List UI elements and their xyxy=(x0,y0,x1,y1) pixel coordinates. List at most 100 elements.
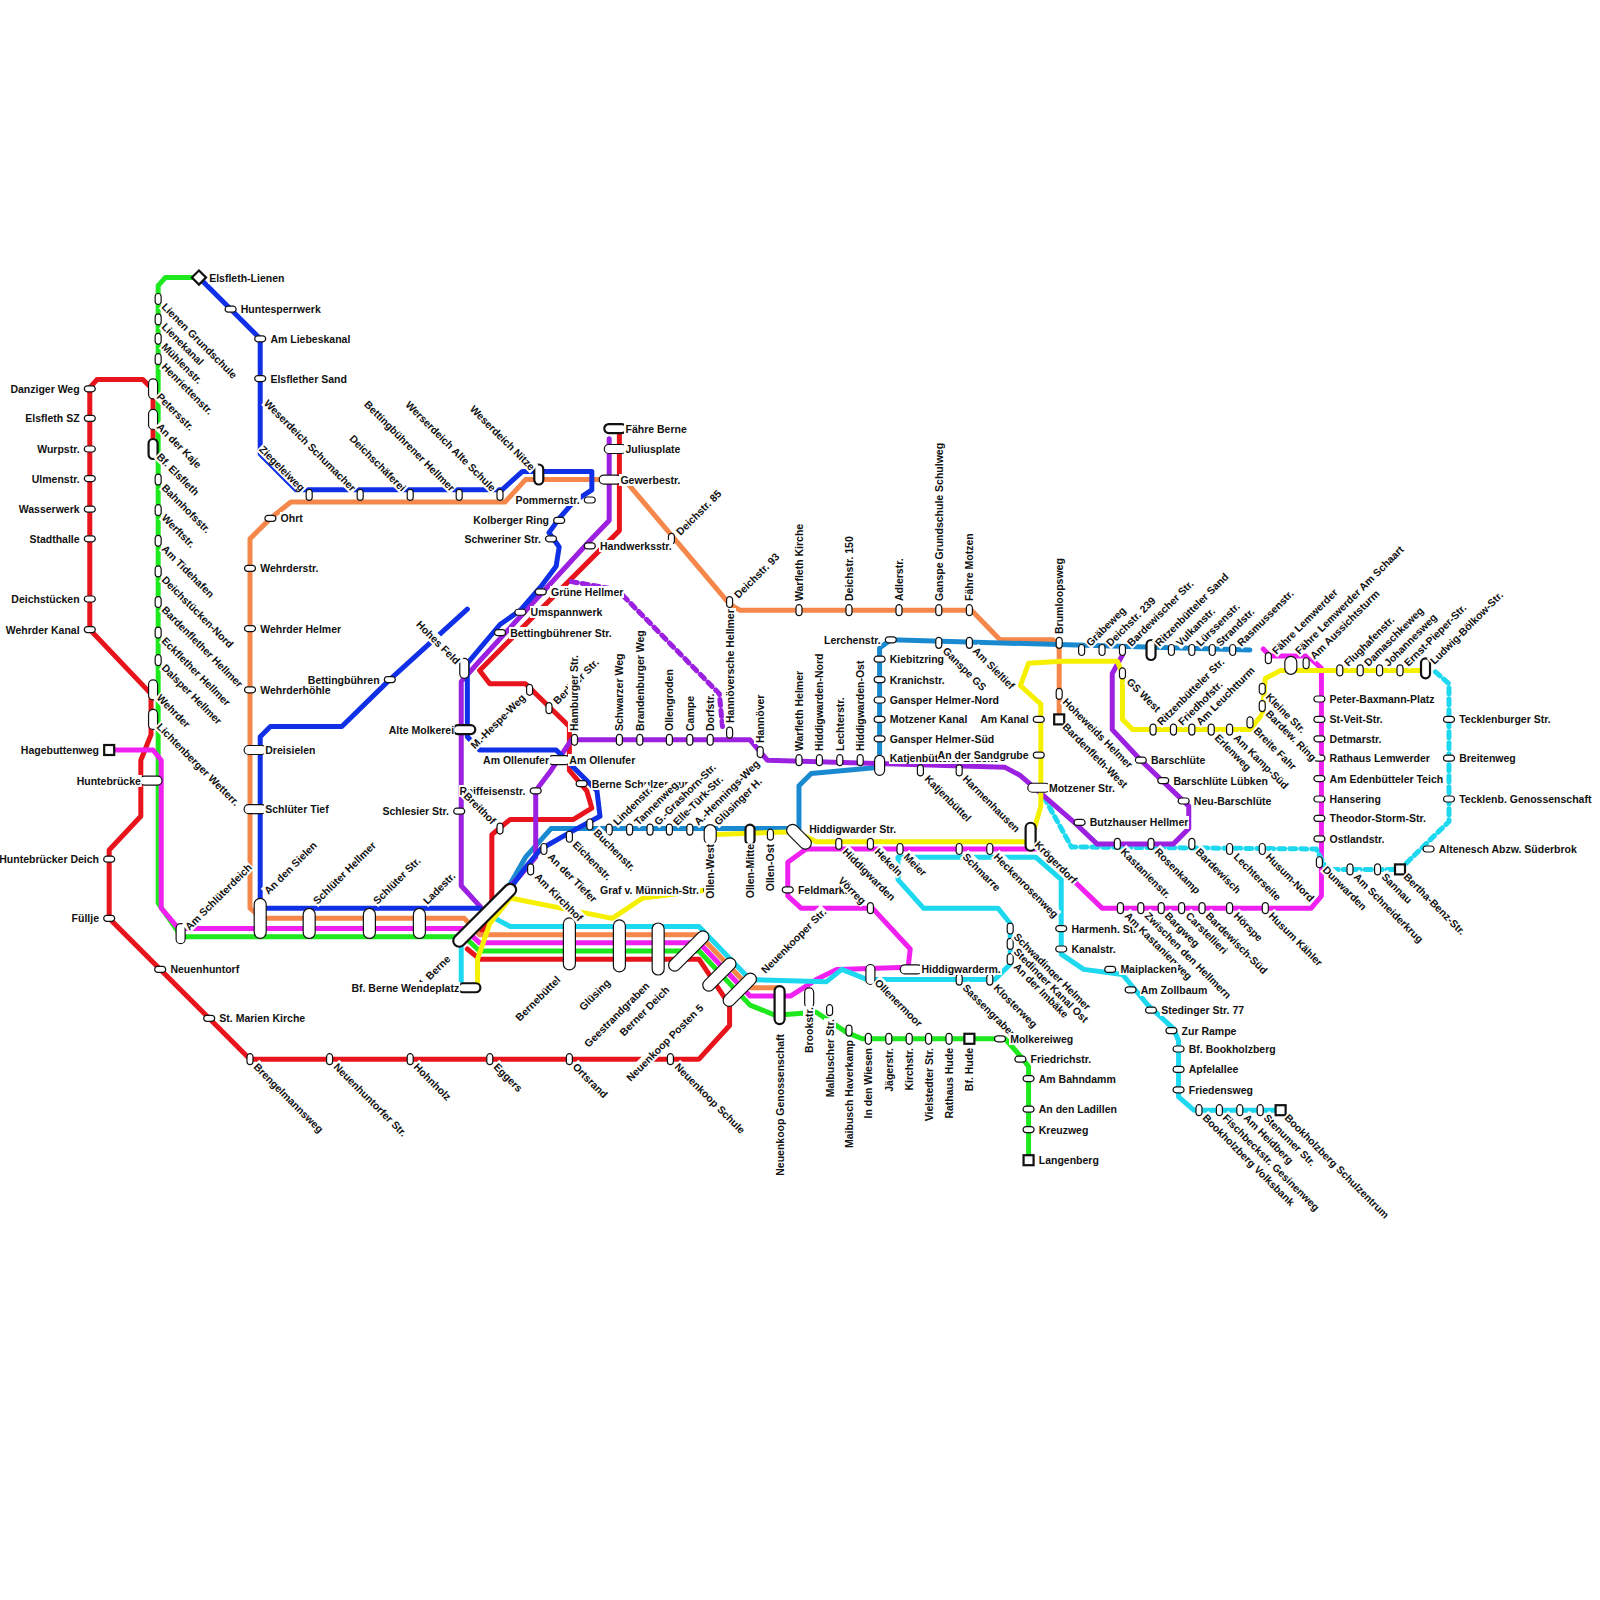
station-label: Am Kanal xyxy=(979,713,1029,725)
station-marker xyxy=(1024,1155,1034,1165)
station-marker-shape xyxy=(1259,701,1265,712)
station-marker-shape xyxy=(616,734,622,745)
station-marker-shape xyxy=(1168,645,1174,656)
station-label: Wurpstr. xyxy=(36,443,80,455)
station-marker-shape xyxy=(874,677,885,683)
station-label: In den Wiesen xyxy=(862,1047,874,1120)
station-label: Neu-Barschlüte xyxy=(1193,795,1273,807)
station-label: An den Sielen xyxy=(261,838,320,897)
station-marker xyxy=(155,566,161,577)
station-label: Alte Molkerei xyxy=(388,724,455,736)
station-marker xyxy=(1395,864,1405,874)
station-marker-shape xyxy=(874,697,885,703)
station-marker xyxy=(155,293,161,304)
station-marker xyxy=(541,843,547,854)
station-label: Grüne Hellmer xyxy=(550,586,624,598)
station-marker xyxy=(245,565,256,571)
station-marker xyxy=(1105,966,1116,972)
interchange-marker xyxy=(721,971,759,1009)
station-marker-shape xyxy=(1347,864,1353,875)
station-label: Hansering xyxy=(1329,793,1382,805)
station-marker xyxy=(666,734,672,745)
station-marker xyxy=(1173,1066,1184,1072)
station-marker-shape xyxy=(84,476,95,482)
station-marker xyxy=(995,1036,1006,1042)
station-marker-shape xyxy=(192,270,206,284)
station-marker-shape xyxy=(816,755,822,766)
station-marker-shape xyxy=(1303,658,1309,669)
station-marker xyxy=(1189,724,1195,735)
station-label: Ollen-West xyxy=(704,843,716,900)
station-marker xyxy=(1148,838,1154,849)
station-marker xyxy=(1015,1056,1026,1062)
station-marker xyxy=(495,630,506,636)
station-marker-shape xyxy=(1158,903,1164,914)
station-label: Brookstr. xyxy=(803,1006,815,1054)
station-label: Jägerstr. xyxy=(883,1047,895,1093)
station-marker-shape xyxy=(155,505,161,516)
interchange-marker-shape xyxy=(613,920,625,972)
interchange-marker-shape xyxy=(875,755,885,775)
station-marker xyxy=(1056,688,1062,699)
station-label: Lerchenstr. xyxy=(823,634,882,646)
station-marker xyxy=(1099,645,1105,656)
station-label: Kanalstr. xyxy=(1070,943,1116,955)
station-marker-shape xyxy=(1173,1087,1184,1093)
station-marker-shape xyxy=(1314,776,1325,782)
route-line xyxy=(498,655,1189,898)
station-label: St-Veit-Str. xyxy=(1329,713,1384,725)
station-marker xyxy=(897,843,903,854)
station-label: Neuenhuntorf xyxy=(169,963,240,975)
station-marker-shape xyxy=(936,605,942,616)
station-label: Am Bahndamm xyxy=(1038,1073,1117,1085)
interchange-marker xyxy=(652,923,664,975)
station-label: Schwarzer Weg xyxy=(613,652,625,731)
station-marker xyxy=(244,746,266,755)
station-marker xyxy=(1227,724,1233,735)
station-marker-shape xyxy=(796,755,802,766)
station-marker-shape xyxy=(1166,1028,1177,1034)
station-marker-shape xyxy=(964,1034,974,1044)
station-marker-shape xyxy=(140,776,162,785)
station-marker xyxy=(782,887,793,893)
station-marker-shape xyxy=(687,824,693,835)
station-marker xyxy=(1079,645,1085,656)
station-marker xyxy=(874,736,885,742)
station-label: Altenesch Abzw. Süderbrok xyxy=(1438,843,1578,855)
station-marker-shape xyxy=(495,630,506,636)
station-marker-shape xyxy=(1024,1155,1034,1165)
station-marker-shape xyxy=(245,565,256,571)
station-label: Gansper Helmer-Nord xyxy=(889,694,1000,706)
station-marker-shape xyxy=(458,983,480,992)
station-marker-shape xyxy=(666,734,672,745)
station-marker xyxy=(527,684,533,695)
station-marker xyxy=(566,831,572,842)
station-marker-shape xyxy=(1443,755,1454,761)
station-marker xyxy=(1265,653,1271,664)
station-marker xyxy=(616,734,622,745)
station-marker-shape xyxy=(84,596,95,602)
station-marker xyxy=(1178,798,1189,804)
station-marker-shape xyxy=(857,755,863,766)
station-marker-shape xyxy=(584,543,595,549)
station-label: Meier xyxy=(901,850,930,879)
station-marker xyxy=(1170,724,1176,735)
station-marker xyxy=(1074,819,1085,825)
station-marker xyxy=(530,788,541,794)
station-marker xyxy=(84,536,95,542)
station-marker xyxy=(407,489,413,500)
station-label: Tecklenb. Genossenschaft xyxy=(1458,793,1592,805)
station-marker-shape xyxy=(846,605,852,616)
station-marker xyxy=(837,755,843,766)
station-marker-shape xyxy=(1257,1105,1263,1116)
station-label: Apfelallee xyxy=(1188,1063,1240,1075)
station-marker-shape xyxy=(599,475,621,484)
station-label: Rathaus Hude xyxy=(943,1047,955,1120)
station-marker xyxy=(667,1054,673,1065)
station-marker-shape xyxy=(917,765,923,776)
station-marker xyxy=(247,1054,253,1065)
station-marker xyxy=(767,829,773,840)
station-marker xyxy=(1028,783,1050,792)
station-marker xyxy=(155,535,161,546)
station-label: Wehrderstr. xyxy=(259,562,319,574)
